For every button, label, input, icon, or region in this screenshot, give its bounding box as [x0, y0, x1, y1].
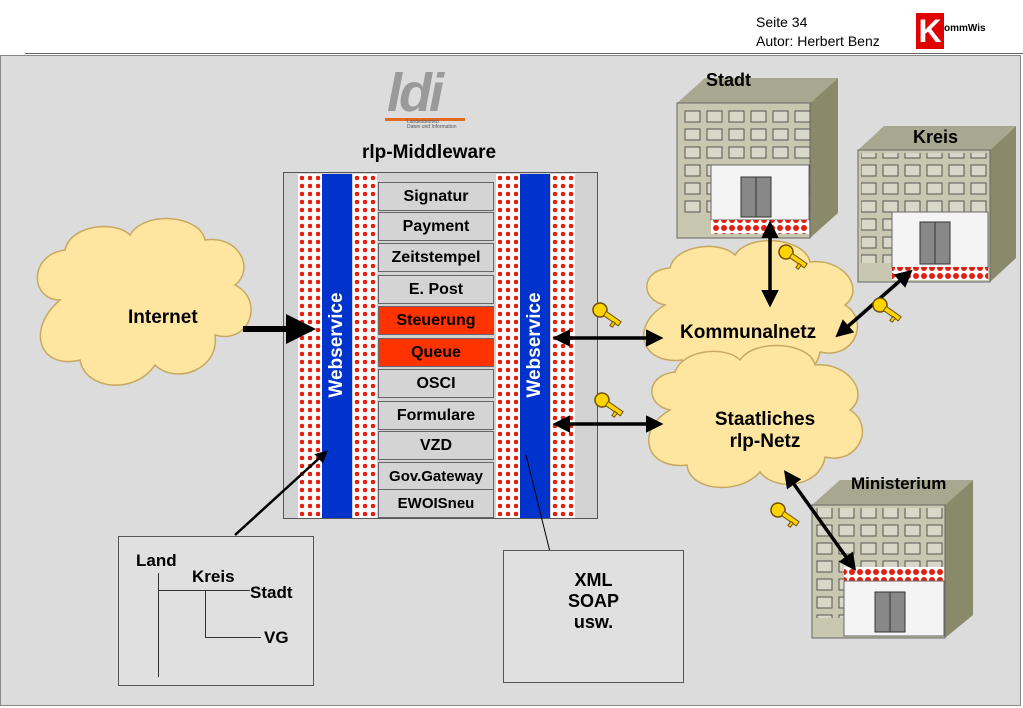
xml-box: XML SOAP usw.	[503, 550, 684, 683]
firewall-left-inner	[353, 174, 377, 518]
staatliches-netz-cloud	[648, 344, 864, 489]
header-divider	[25, 53, 1023, 54]
hierarchy-line-vg	[205, 637, 261, 638]
service-osci: OSCI	[378, 369, 494, 398]
service-signatur: Signatur	[378, 182, 494, 211]
kommunalnetz-label: Kommunalnetz	[680, 322, 817, 343]
service-vzd: VZD	[378, 431, 494, 460]
building-stadt	[676, 78, 838, 239]
service-payment: Payment	[378, 212, 494, 241]
hierarchy-vg: VG	[264, 628, 289, 647]
building-ministerium	[811, 480, 973, 639]
hierarchy-line-stadt	[158, 590, 250, 591]
hierarchy-line-kreis	[205, 590, 206, 638]
arrow-hierarchy-to-webservice	[234, 450, 328, 536]
hierarchy-kreis: Kreis	[192, 567, 235, 586]
middleware-title: rlp-Middleware	[362, 142, 497, 163]
xml-box-line2: SOAP	[567, 591, 619, 611]
hierarchy-line-land	[158, 573, 159, 677]
firewall-right-inner	[496, 174, 520, 518]
author-line: Autor: Herbert Benz	[756, 33, 880, 49]
page-number: Seite 34	[756, 14, 808, 30]
staatliches-netz-label: Staatliches rlp-Netz	[714, 409, 816, 452]
xml-box-line1: XML	[574, 570, 613, 590]
key-icon-kommunalnetz	[592, 302, 622, 328]
ldi-logo-stripe	[385, 118, 465, 121]
ministerium-label: Ministerium	[851, 474, 947, 493]
key-icon-staatsnetz	[594, 392, 624, 418]
service-ewoisneu: EWOISneu	[378, 489, 494, 518]
kommwis-logo: K ommWis	[916, 13, 996, 49]
service-queue: Queue	[378, 338, 494, 367]
arrow-webservice-to-xml	[525, 454, 553, 557]
kommwis-logo-text: ommWis	[944, 23, 986, 34]
key-icon-kreis	[872, 297, 902, 323]
service-gov-gateway: Gov.Gateway	[378, 462, 494, 491]
webservice-bar-right	[520, 174, 550, 518]
xml-box-line3: usw.	[573, 612, 614, 632]
service-zeitstempel: Zeitstempel	[378, 243, 494, 272]
hierarchy-box: Land Kreis Stadt VG	[118, 536, 314, 686]
key-icon-stadt	[778, 244, 808, 270]
service-formulare: Formulare	[378, 401, 494, 430]
key-icon-ministerium	[770, 502, 800, 528]
service-steuerung: Steuerung	[378, 306, 494, 335]
kreis-label: Kreis	[913, 127, 959, 147]
service-e-post: E. Post	[378, 275, 494, 304]
building-kreis	[857, 126, 1016, 283]
internet-cloud	[36, 217, 252, 386]
arrow-staatsnetz-ministerium	[783, 470, 857, 571]
stadt-label: Stadt	[706, 70, 751, 90]
hierarchy-land: Land	[136, 551, 177, 570]
kommwis-logo-letter: K	[916, 13, 944, 49]
internet-label: Internet	[128, 307, 198, 328]
ldi-logo-letters: ldi	[387, 63, 444, 123]
hierarchy-stadt: Stadt	[250, 583, 293, 602]
